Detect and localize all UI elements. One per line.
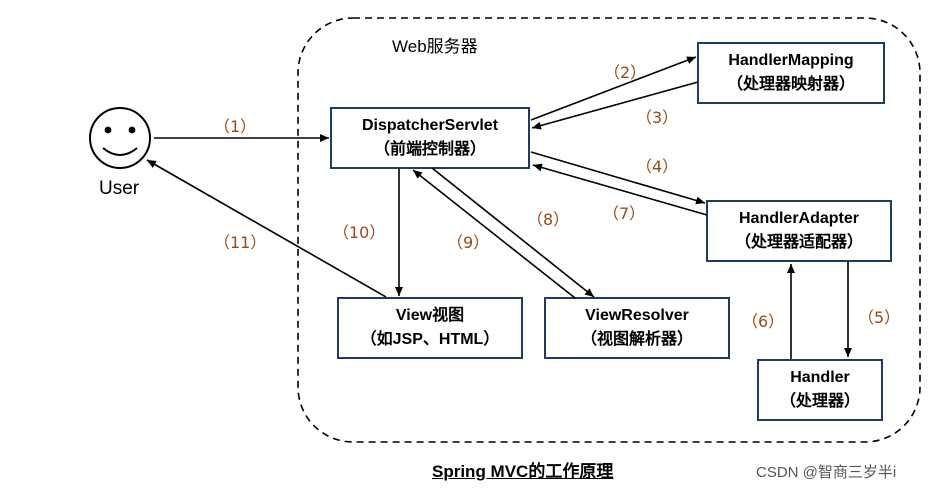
- handler-adapter-desc: （处理器适配器）: [734, 234, 863, 251]
- arrow-8: [431, 167, 595, 298]
- dispatcher-servlet-box: [330, 107, 530, 169]
- step-9-label: （9）: [447, 233, 490, 252]
- csdn-watermark: CSDN @智商三岁半i: [756, 464, 897, 481]
- handler-adapter-label: HandlerAdapter （处理器适配器）: [707, 207, 891, 255]
- view-resolver-label: ViewResolver （视图解析器）: [545, 304, 729, 352]
- step-11-label: （11）: [214, 233, 267, 252]
- handler-mapping-name: HandlerMapping: [728, 52, 854, 69]
- handler-adapter-box: [706, 200, 892, 262]
- web-server-region: [297, 17, 921, 443]
- dispatcher-servlet-name: DispatcherServlet: [361, 117, 499, 134]
- view-resolver-box: [544, 297, 730, 359]
- view-resolver-name: ViewResolver: [585, 307, 689, 324]
- step-1-label: （1）: [214, 117, 257, 136]
- step-10-label: （10）: [333, 223, 386, 242]
- step-3-label: （3）: [636, 108, 679, 127]
- handler-adapter-name: HandlerAdapter: [738, 210, 860, 227]
- step-2-label: （2）: [604, 63, 647, 82]
- web-server-label: Web服务器: [392, 37, 478, 56]
- handler-label: Handler （处理器）: [758, 366, 882, 414]
- arrow-9: [412, 169, 576, 299]
- handler-box: [757, 359, 883, 421]
- user-smiley-icon: [89, 107, 151, 169]
- arrow-7: [532, 163, 708, 216]
- dispatcher-servlet-label: DispatcherServlet （前端控制器）: [331, 114, 529, 162]
- handler-mapping-label: HandlerMapping （处理器映射器）: [698, 49, 884, 97]
- user-label: User: [99, 178, 140, 199]
- step-6-label: （6）: [742, 312, 785, 331]
- step-5-label: （5）: [858, 308, 901, 327]
- view-label: View视图 （如JSP、HTML）: [338, 304, 522, 352]
- view-desc: （如JSP、HTML）: [360, 331, 500, 348]
- step-7-label: （7）: [603, 204, 646, 223]
- view-resolver-desc: （视图解析器）: [580, 331, 693, 348]
- arrow-4: [530, 151, 706, 205]
- view-name: View视图: [395, 307, 465, 324]
- arrow-11: [146, 159, 387, 298]
- dispatcher-servlet-desc: （前端控制器）: [373, 141, 486, 158]
- arrow-3: [531, 81, 699, 130]
- arrow-2: [530, 56, 697, 121]
- diagram-caption: Spring MVC的工作原理: [432, 462, 614, 481]
- step-8-label: （8）: [527, 210, 570, 229]
- handler-mapping-box: [697, 42, 885, 104]
- handler-name: Handler: [790, 369, 850, 386]
- view-box: [337, 297, 523, 359]
- step-4-label: （4）: [636, 157, 679, 176]
- handler-desc: （处理器）: [779, 393, 860, 410]
- handler-mapping-desc: （处理器映射器）: [726, 76, 855, 93]
